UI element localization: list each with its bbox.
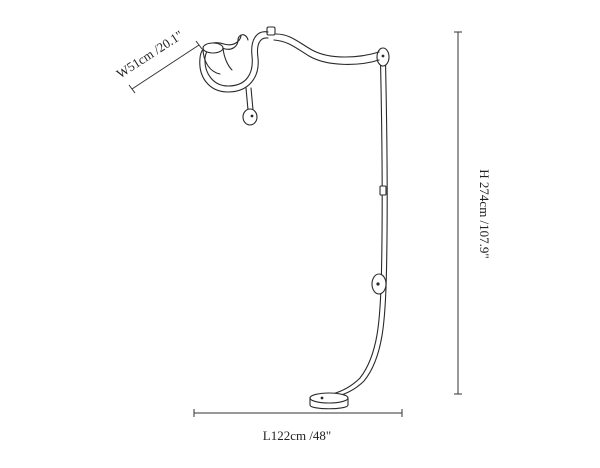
lamp-base-top: [309, 392, 349, 404]
width-tick-end: [195, 40, 203, 50]
stem-connector: [379, 185, 387, 196]
arm-top-connector: [266, 26, 276, 36]
lamp-ribbon-curl: [221, 34, 249, 50]
lamp-head-cap: [202, 42, 224, 54]
width-dimension: W51cm /20.1": [114, 27, 203, 94]
width-label: W51cm /20.1": [114, 27, 186, 81]
width-tick-start: [128, 84, 136, 94]
height-dimension: H 274cm /107.9": [454, 31, 492, 395]
width-dimension-line: [131, 44, 200, 90]
top-joint-right-dot: [381, 54, 385, 58]
length-dimension: L122cm /48": [193, 409, 403, 443]
lamp-stem: [327, 61, 388, 399]
length-label: L122cm /48": [263, 428, 332, 443]
lamp-base-dot: [320, 396, 324, 400]
lamp-ribbon-loop: [199, 31, 269, 93]
lamp-head-body: [202, 47, 233, 75]
lamp-base-side: [309, 397, 349, 410]
lamp-arm: [273, 33, 380, 65]
lamp-drop-cord: [245, 87, 254, 111]
stem-switch-dot: [376, 282, 380, 286]
pendant-knob-dot: [250, 114, 254, 118]
lamp-illustration: [199, 26, 390, 410]
pendant-knob: [242, 108, 258, 126]
height-label: H 274cm /107.9": [477, 169, 492, 258]
